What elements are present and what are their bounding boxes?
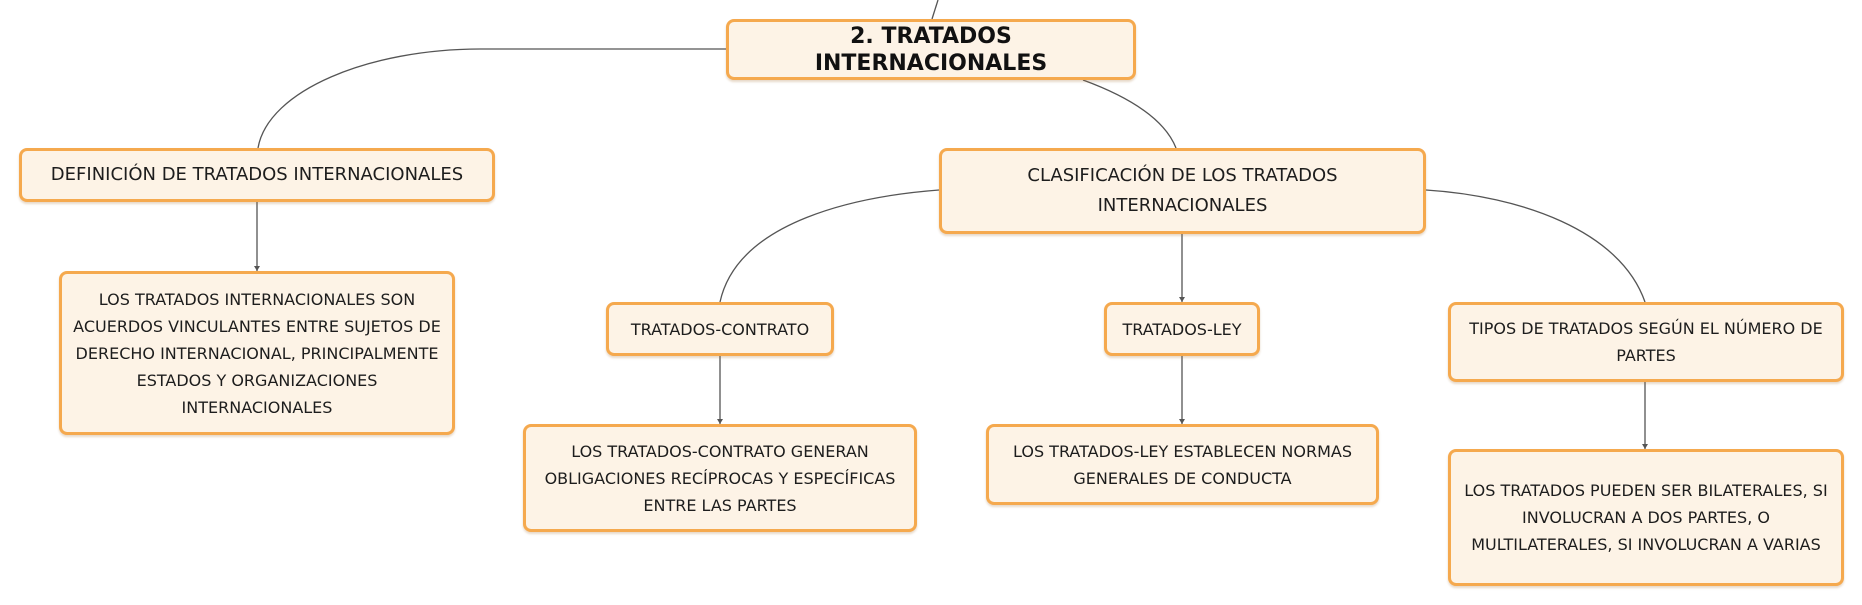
node-tratados-contrato-detalle: LOS TRATADOS-CONTRATO GENERAN OBLIGACION… bbox=[523, 424, 917, 532]
node-tratados-contrato: TRATADOS-CONTRATO bbox=[606, 302, 834, 356]
connector-parent-to-root bbox=[931, 0, 939, 20]
node-tratados-ley: TRATADOS-LEY bbox=[1104, 302, 1260, 356]
node-definicion-detalle: LOS TRATADOS INTERNACIONALES SON ACUERDO… bbox=[59, 271, 455, 435]
root-node-tratados-internacionales: 2. TRATADOS INTERNACIONALES bbox=[726, 19, 1136, 80]
node-tipos-de-tratados-detalle: LOS TRATADOS PUEDEN SER BILATERALES, SI … bbox=[1448, 449, 1844, 586]
connector-root-to-definition bbox=[257, 48, 726, 149]
connector-classification-to-tipos bbox=[1425, 189, 1646, 303]
connector-classification-to-tratados-contrato bbox=[719, 189, 940, 303]
node-clasificacion: CLASIFICACIÓN DE LOS TRATADOS INTERNACIO… bbox=[939, 148, 1426, 234]
node-tratados-ley-detalle: LOS TRATADOS-LEY ESTABLECEN NORMAS GENER… bbox=[986, 424, 1379, 505]
node-definicion: DEFINICIÓN DE TRATADOS INTERNACIONALES bbox=[19, 148, 495, 202]
node-tipos-de-tratados: TIPOS DE TRATADOS SEGÚN EL NÚMERO DE PAR… bbox=[1448, 302, 1844, 382]
connector-root-to-classification bbox=[1082, 79, 1177, 149]
